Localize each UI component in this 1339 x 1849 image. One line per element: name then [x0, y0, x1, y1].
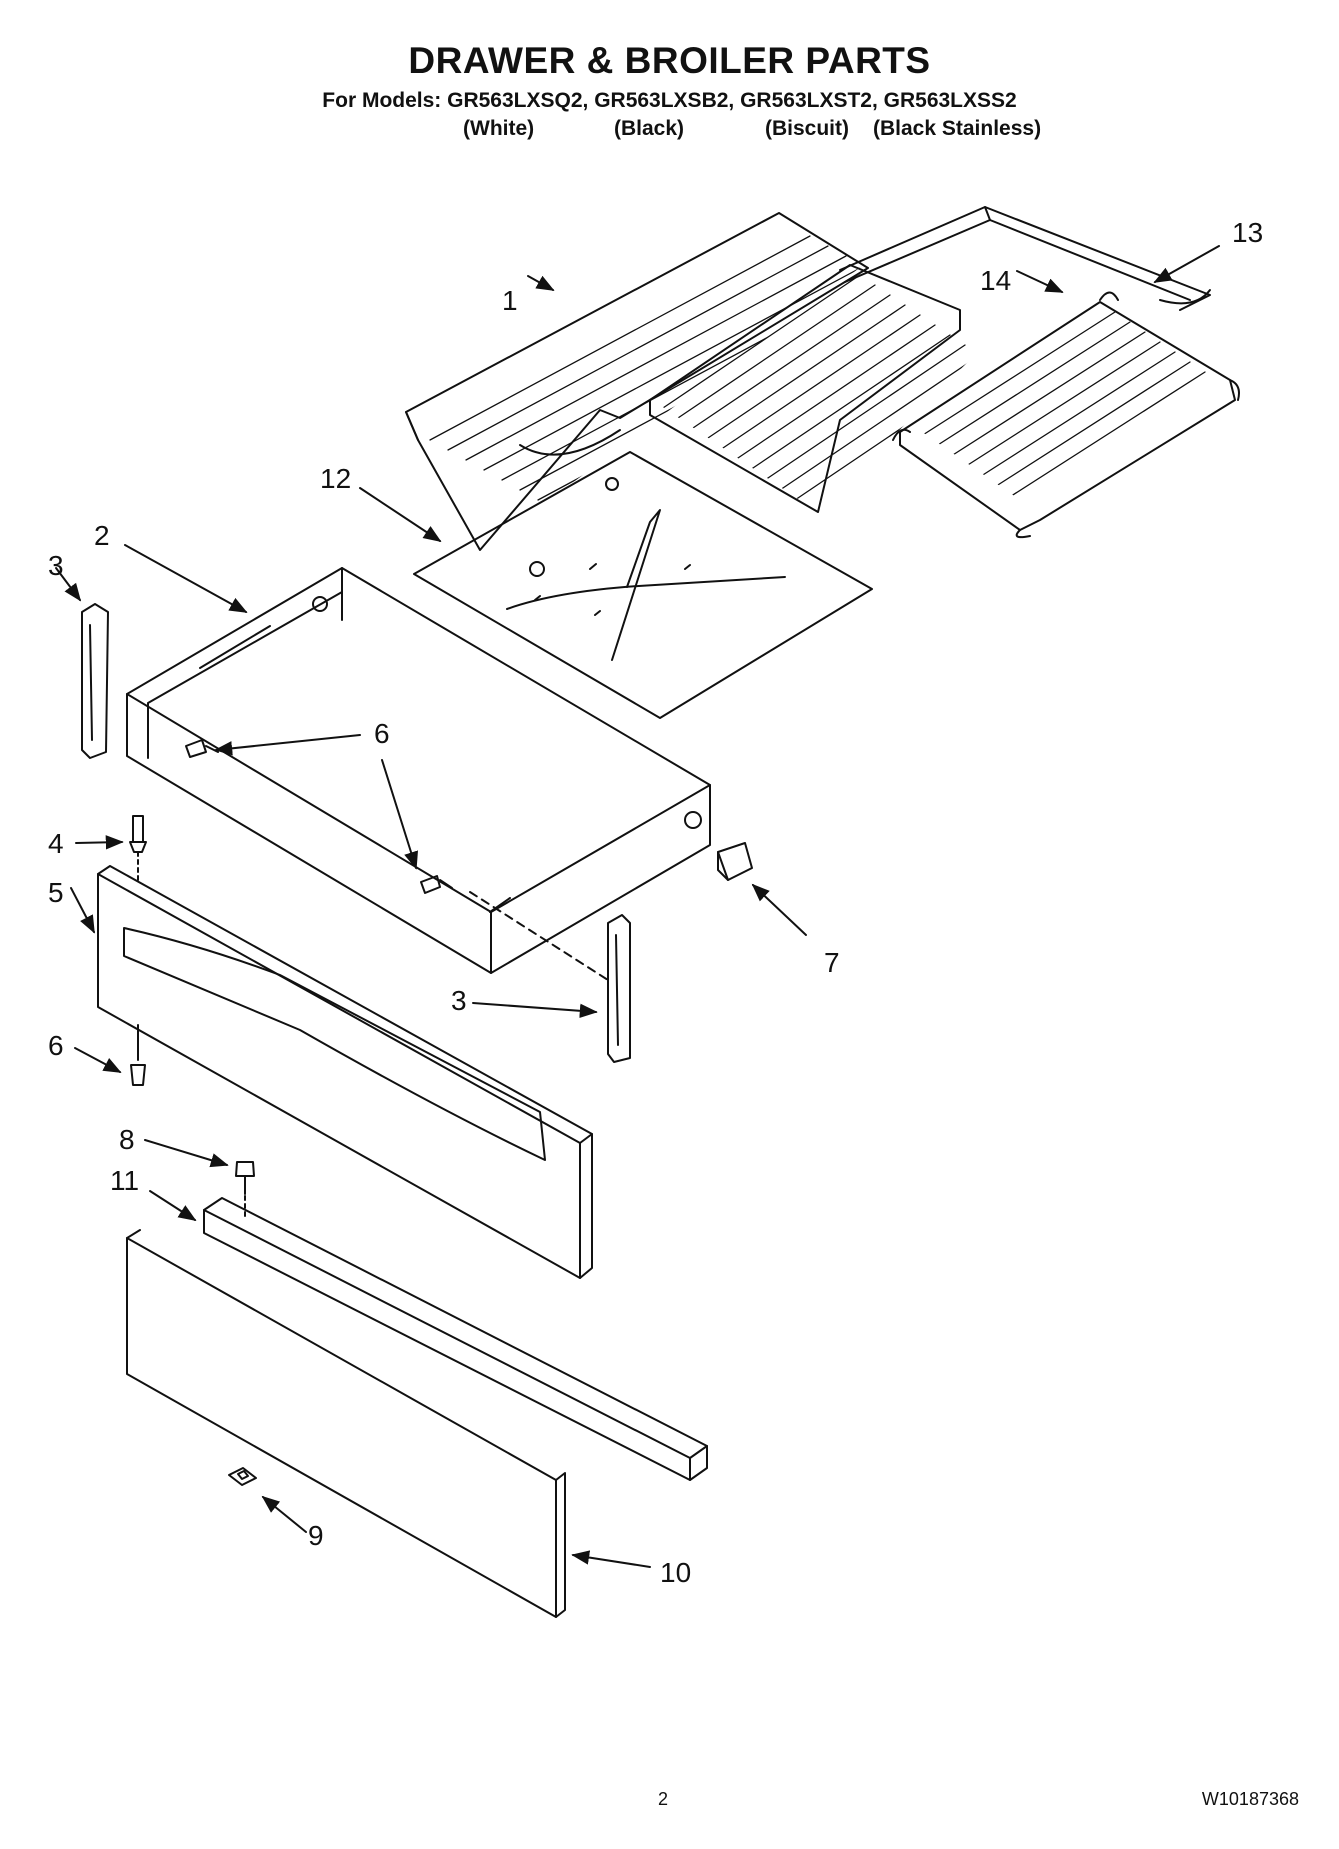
callout-3-right: 3 — [451, 985, 467, 1016]
callout-6-lower: 6 — [48, 1030, 64, 1061]
callout-7: 7 — [824, 947, 840, 978]
drawer-clip — [717, 842, 753, 881]
callout-3-left: 3 — [48, 550, 64, 581]
drawer-front-panel — [97, 865, 593, 1279]
variant-black: (Black) — [614, 117, 685, 140]
screw-4 — [129, 815, 147, 881]
callout-9: 9 — [308, 1520, 324, 1551]
screw-8 — [235, 1161, 255, 1221]
callout-5: 5 — [48, 877, 64, 908]
screw-6-middle — [420, 875, 453, 894]
drawer-foot — [228, 1467, 257, 1486]
variant-black-stainless: (Black Stainless) — [873, 117, 1042, 140]
screw-6-upper — [185, 739, 219, 758]
broiler-grid — [649, 264, 1240, 539]
screw-6-lower — [130, 1024, 146, 1086]
callout-10: 10 — [660, 1557, 691, 1588]
drawer-glide-left — [81, 603, 109, 759]
page-title: DRAWER & BROILER PARTS — [408, 40, 931, 81]
callout-12: 12 — [320, 463, 351, 494]
broiler-insert-plate — [413, 451, 873, 719]
callout-13: 13 — [1232, 217, 1263, 248]
callout-labels: 1 2 3 3 4 5 6 6 7 8 9 10 11 12 13 14 — [48, 217, 1263, 1588]
variant-white: (White) — [463, 117, 535, 140]
oven-rack — [839, 206, 1211, 311]
drawer-rail — [203, 1197, 708, 1481]
callout-11: 11 — [110, 1165, 139, 1196]
callout-4: 4 — [48, 828, 64, 859]
drawer-glide-right — [469, 891, 631, 1063]
models-line: For Models: GR563LXSQ2, GR563LXSB2, GR56… — [322, 89, 1017, 112]
callout-14: 14 — [980, 265, 1011, 296]
drawer-tray — [126, 567, 711, 974]
callout-6-upper: 6 — [374, 718, 390, 749]
callout-1: 1 — [502, 285, 518, 316]
callout-2: 2 — [94, 520, 110, 551]
callout-8: 8 — [119, 1124, 135, 1155]
leader-lines — [55, 245, 1220, 1568]
document-number: W10187368 — [1201, 1789, 1299, 1809]
variant-biscuit: (Biscuit) — [765, 117, 849, 140]
page-number: 2 — [658, 1789, 669, 1809]
broiler-pan — [405, 212, 869, 551]
drawer-lower-panel — [126, 1229, 566, 1618]
